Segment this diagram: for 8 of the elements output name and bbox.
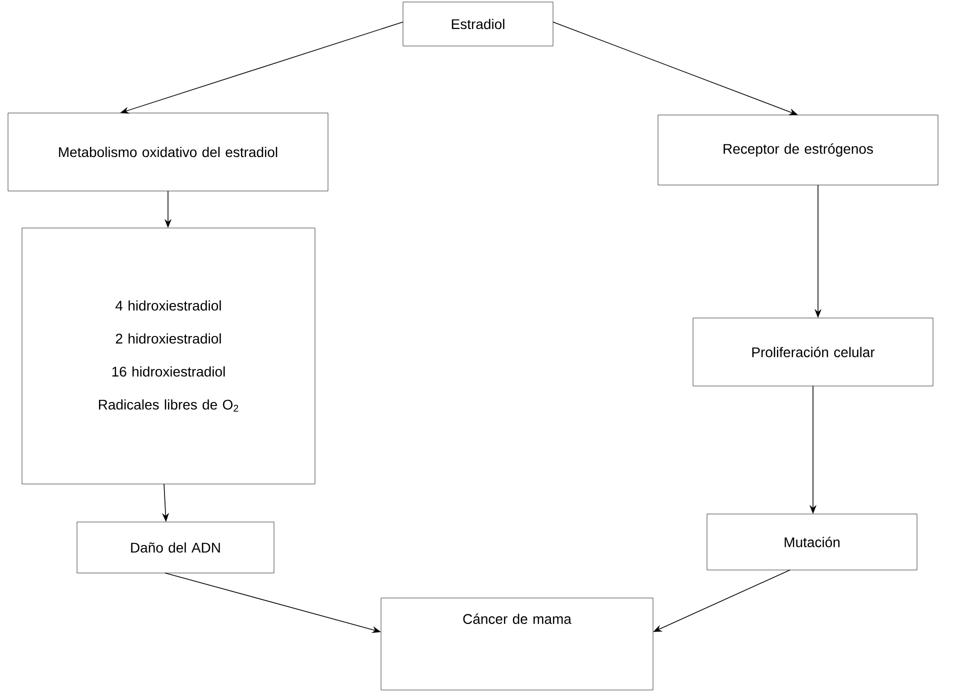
process-box: 4 hidroxiestradiol 2 hidroxiestradiol 16 hidroxiestradiol Radicales libres de O$_{2}$: [22, 228, 316, 484]
process-box: Mutación: [706, 514, 918, 570]
process-box: Estradiol: [402, 2, 554, 46]
process-box: Metabolismo oxidativo del estradiol: [8, 112, 328, 192]
process-box: Daño del ADN: [76, 522, 274, 574]
process-box: Receptor de estrógenos: [658, 114, 938, 186]
process-box: Cáncer de mama: [380, 598, 654, 690]
process-box: Proliferación celular: [692, 318, 934, 386]
